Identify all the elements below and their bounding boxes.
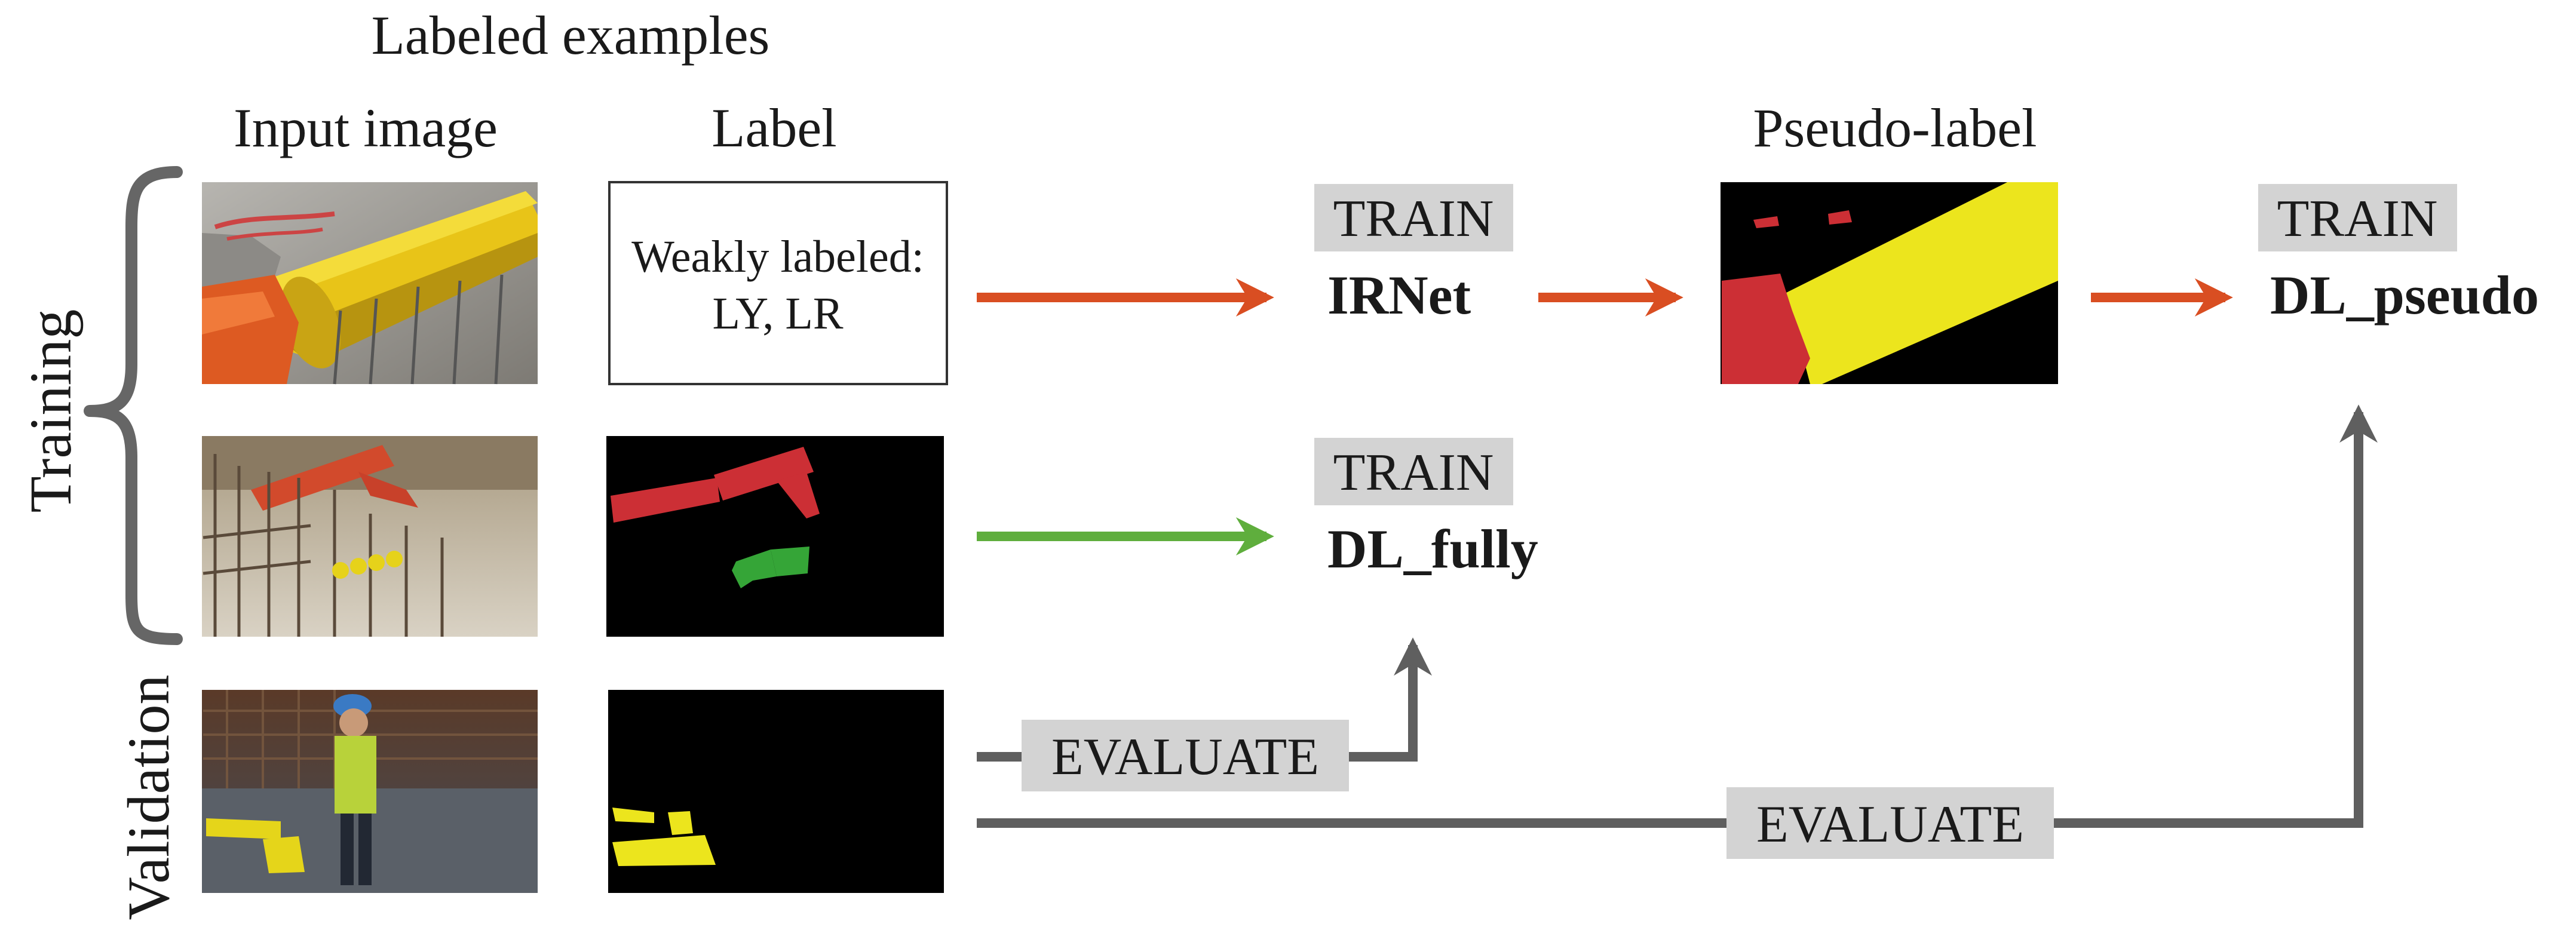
dl-fully-train-tag-bg [1314,438,1513,505]
header-label: Label [712,97,836,158]
segmentation-mask-yellow [608,690,944,893]
dl-pseudo-train-tag-bg [2258,184,2457,251]
weak-label-line-2: LY, LR [712,288,843,339]
irnet-train-tag: TRAIN [1333,190,1494,248]
weak-label-line-1: Weakly labeled: [631,232,924,282]
irnet-train-tag-bg [1314,184,1513,251]
evaluate-tag-short-bg [1022,720,1349,791]
evaluate-tag-long: EVALUATE [1756,796,2024,854]
irnet-model-name: IRNet [1327,265,1471,326]
arrow-evaluate-dl-pseudo [977,404,2378,828]
dl-fully-model-name: DL_fully [1327,518,1538,579]
pseudo-label-mask [1721,182,2058,384]
header-input-image: Input image [234,97,498,158]
dl-pseudo-model-name: DL_pseudo [2270,265,2539,326]
header-labeled-examples: Labeled examples [372,5,770,66]
evaluate-tag-long-bg [1726,787,2054,859]
side-label-validation: Validation [115,674,182,920]
evaluate-tag-short: EVALUATE [1051,728,1319,786]
yellow-pipe-photo [202,182,538,385]
weak-label-box [608,181,948,385]
training-brace [84,166,183,645]
worker-photo [202,690,538,893]
header-pseudo-label: Pseudo-label [1753,97,2037,158]
segmentation-mask-red-green [606,436,944,637]
construction-site-photo [202,436,538,637]
dl-pseudo-train-tag: TRAIN [2277,190,2438,248]
side-label-training: Training [17,309,84,513]
dl-fully-train-tag: TRAIN [1333,444,1494,502]
